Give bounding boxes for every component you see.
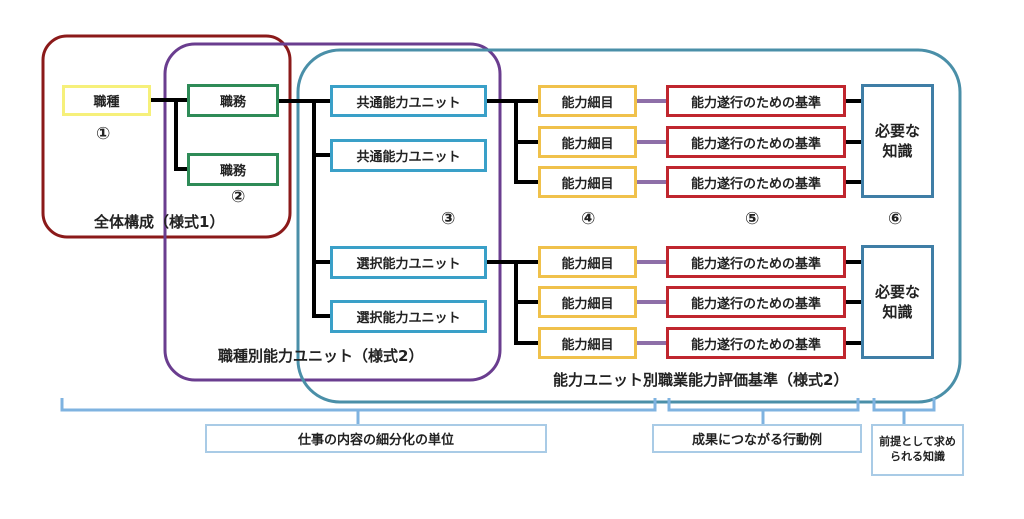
duty-box-1: 職務 [187, 84, 279, 117]
number-4: ④ [581, 209, 596, 229]
evaluation-title: 能力ユニット別職業能力評価基準（様式2） [553, 371, 849, 389]
common-unit-box-1: 共通能力ユニット [330, 85, 487, 117]
bottom-brackets [60, 398, 936, 424]
behavior-note: 成果につながる行動例 [652, 424, 862, 453]
performance-criteria-box: 能力遂行のための基準 [666, 126, 846, 158]
number-1: ① [96, 124, 111, 144]
ability-detail-label: 能力細目 [561, 337, 614, 353]
common-unit-label: 共通能力ユニット [356, 95, 461, 111]
behavior-note-text: 成果につながる行動例 [691, 433, 822, 448]
duty-label: 職務 [219, 164, 246, 179]
performance-criteria-label: 能力遂行のための基準 [690, 176, 821, 192]
selective-unit-box-2: 選択能力ユニット [330, 300, 487, 333]
ability-detail-label: 能力細目 [561, 296, 614, 312]
performance-criteria-box: 能力遂行のための基準 [666, 85, 846, 117]
criteria-connectors [637, 99, 666, 345]
job-unit-title: 職種別能力ユニット（様式2） [218, 347, 424, 365]
ability-detail-box: 能力細目 [538, 286, 637, 318]
ability-detail-box: 能力細目 [538, 85, 637, 117]
required-knowledge-label: 必要な 知識 [874, 282, 920, 321]
performance-criteria-box: 能力遂行のための基準 [666, 327, 846, 359]
duty-box-2: 職務 [187, 153, 279, 186]
common-unit-box-2: 共通能力ユニット [330, 139, 487, 172]
evaluation-group [296, 48, 962, 404]
number-3: ③ [441, 209, 456, 229]
job-unit-group [163, 42, 502, 382]
selective-unit-label: 選択能力ユニット [356, 257, 461, 272]
number-2: ② [231, 187, 246, 207]
ability-detail-label: 能力細目 [561, 256, 614, 272]
performance-criteria-label: 能力遂行のための基準 [690, 296, 821, 312]
premise-note-text: 前提として求められる知識 [879, 435, 956, 463]
number-5: ⑤ [745, 209, 760, 229]
performance-criteria-label: 能力遂行のための基準 [690, 337, 821, 353]
ability-detail-label: 能力細目 [561, 136, 614, 152]
ability-detail-box: 能力細目 [538, 246, 637, 278]
selective-unit-label: 選択能力ユニット [356, 311, 461, 326]
tree-connectors [151, 98, 861, 345]
overall-structure-title: 全体構成（様式1） [94, 213, 225, 231]
ability-detail-box: 能力細目 [538, 126, 637, 158]
duty-label: 職務 [219, 95, 246, 110]
ability-detail-box: 能力細目 [538, 166, 637, 198]
premise-note: 前提として求められる知識 [871, 424, 964, 476]
performance-criteria-label: 能力遂行のための基準 [690, 95, 821, 111]
performance-criteria-label: 能力遂行のための基準 [690, 256, 821, 272]
performance-criteria-box: 能力遂行のための基準 [666, 166, 846, 198]
granularity-note-text: 仕事の内容の細分化の単位 [297, 433, 454, 448]
number-6: ⑥ [888, 209, 903, 229]
common-unit-label: 共通能力ユニット [356, 150, 461, 165]
ability-detail-box: 能力細目 [538, 327, 637, 359]
performance-criteria-box: 能力遂行のための基準 [666, 286, 846, 318]
selective-unit-box-1: 選択能力ユニット [330, 246, 487, 279]
job-type-box: 職種 [62, 85, 151, 116]
required-knowledge-label: 必要な 知識 [874, 121, 920, 160]
ability-detail-label: 能力細目 [561, 176, 614, 192]
performance-criteria-box: 能力遂行のための基準 [666, 246, 846, 278]
granularity-note: 仕事の内容の細分化の単位 [205, 424, 547, 453]
performance-criteria-label: 能力遂行のための基準 [690, 136, 821, 152]
required-knowledge-box-2: 必要な 知識 [861, 245, 934, 359]
required-knowledge-box-1: 必要な 知識 [861, 84, 934, 198]
ability-detail-label: 能力細目 [561, 95, 614, 111]
job-type-label: 職種 [93, 95, 120, 110]
